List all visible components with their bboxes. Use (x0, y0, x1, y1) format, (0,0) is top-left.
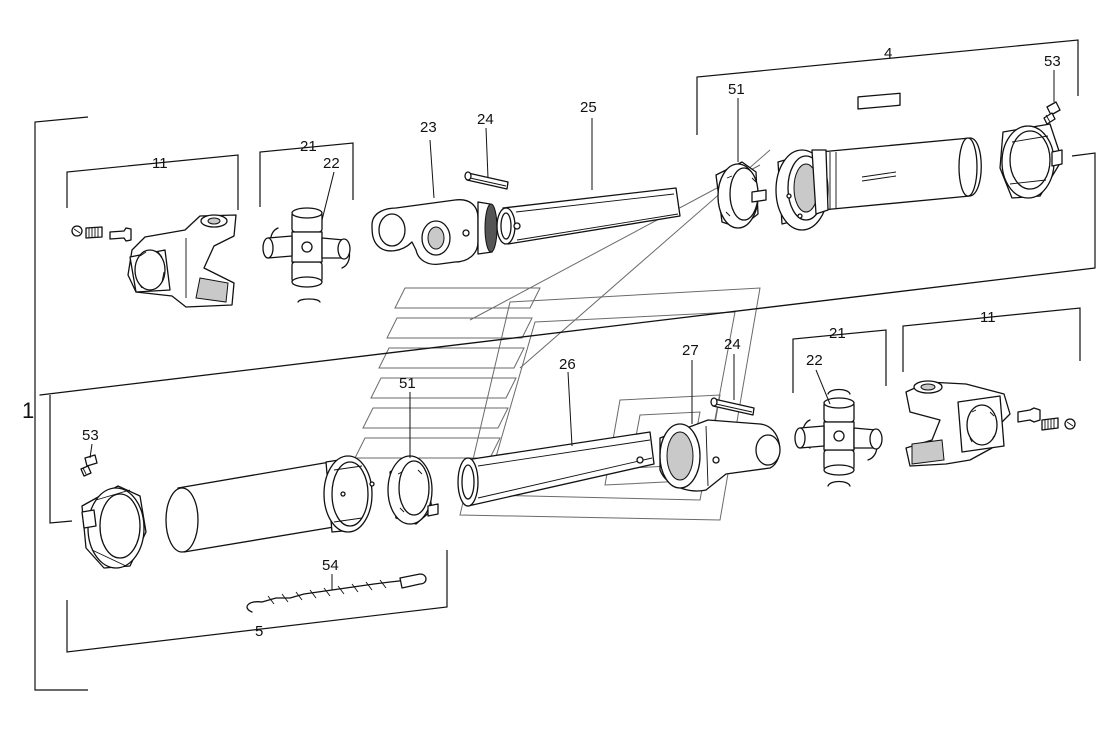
bracket-group-4-ext (1071, 152, 1096, 268)
callout-21-bottom: 21 (829, 325, 846, 342)
callout-27: 27 (682, 342, 699, 359)
part-23-inner-yoke (371, 199, 498, 266)
part-end-cap-bottom (81, 485, 147, 569)
callout-1: 1 (22, 398, 34, 423)
part-53-bottom-screw (80, 454, 98, 477)
bracket-left-lower (49, 395, 73, 524)
part-4-outer-guard-tube (775, 92, 982, 231)
part-54-safety-chain (246, 573, 427, 613)
callout-51-bottom: 51 (399, 375, 416, 392)
callout-21-top: 21 (300, 138, 317, 155)
part-21-top-universal-cross (262, 207, 351, 303)
part-21-bottom-universal-cross (794, 388, 883, 487)
part-5-outer-guard-tube (165, 455, 375, 553)
bracket-21-bottom (792, 329, 887, 393)
part-11-bottom-yoke-assembly (905, 380, 1076, 467)
bracket-21-top (259, 142, 354, 207)
bracket-assembly-1 (34, 116, 89, 691)
bracket-11-bottom (902, 307, 1081, 372)
callout-4: 4 (884, 45, 892, 62)
callout-11-bottom: 11 (980, 309, 996, 326)
callout-5: 5 (255, 623, 263, 640)
section-divider-line (39, 267, 1096, 396)
part-26-outer-profile-tube (457, 431, 655, 507)
part-51-bottom-bearing-ring (387, 455, 439, 525)
callout-labels: 1 4 5 11 11 21 21 22 22 23 24 24 25 26 2… (22, 45, 1061, 640)
callout-11-top: 11 (152, 155, 168, 172)
callout-25: 25 (580, 99, 597, 116)
callout-23: 23 (420, 119, 437, 136)
callout-24-top: 24 (477, 111, 494, 128)
callout-22-bottom: 22 (806, 352, 823, 369)
leader-lines (89, 70, 1055, 590)
part-11-top-yoke-assembly (71, 214, 237, 308)
callout-24-bottom: 24 (724, 336, 741, 353)
part-24-bottom-roll-pin (710, 397, 755, 416)
callout-54: 54 (322, 557, 339, 574)
callout-26: 26 (559, 356, 576, 373)
callout-22-top: 22 (323, 155, 340, 172)
part-25-inner-profile-tube (496, 187, 681, 245)
part-51-top-bearing-ring (715, 161, 767, 229)
part-53-top-screw (1043, 101, 1061, 125)
part-end-cap-top (999, 123, 1063, 199)
callout-53-bottom: 53 (82, 427, 99, 444)
callout-51-top: 51 (728, 81, 745, 98)
callout-53-top: 53 (1044, 53, 1061, 70)
part-27-outer-yoke (659, 419, 781, 492)
part-24-top-roll-pin (464, 171, 509, 190)
bracket-11-top (66, 154, 239, 210)
bracket-group-4 (696, 39, 1079, 135)
bracket-group-5 (66, 550, 448, 653)
